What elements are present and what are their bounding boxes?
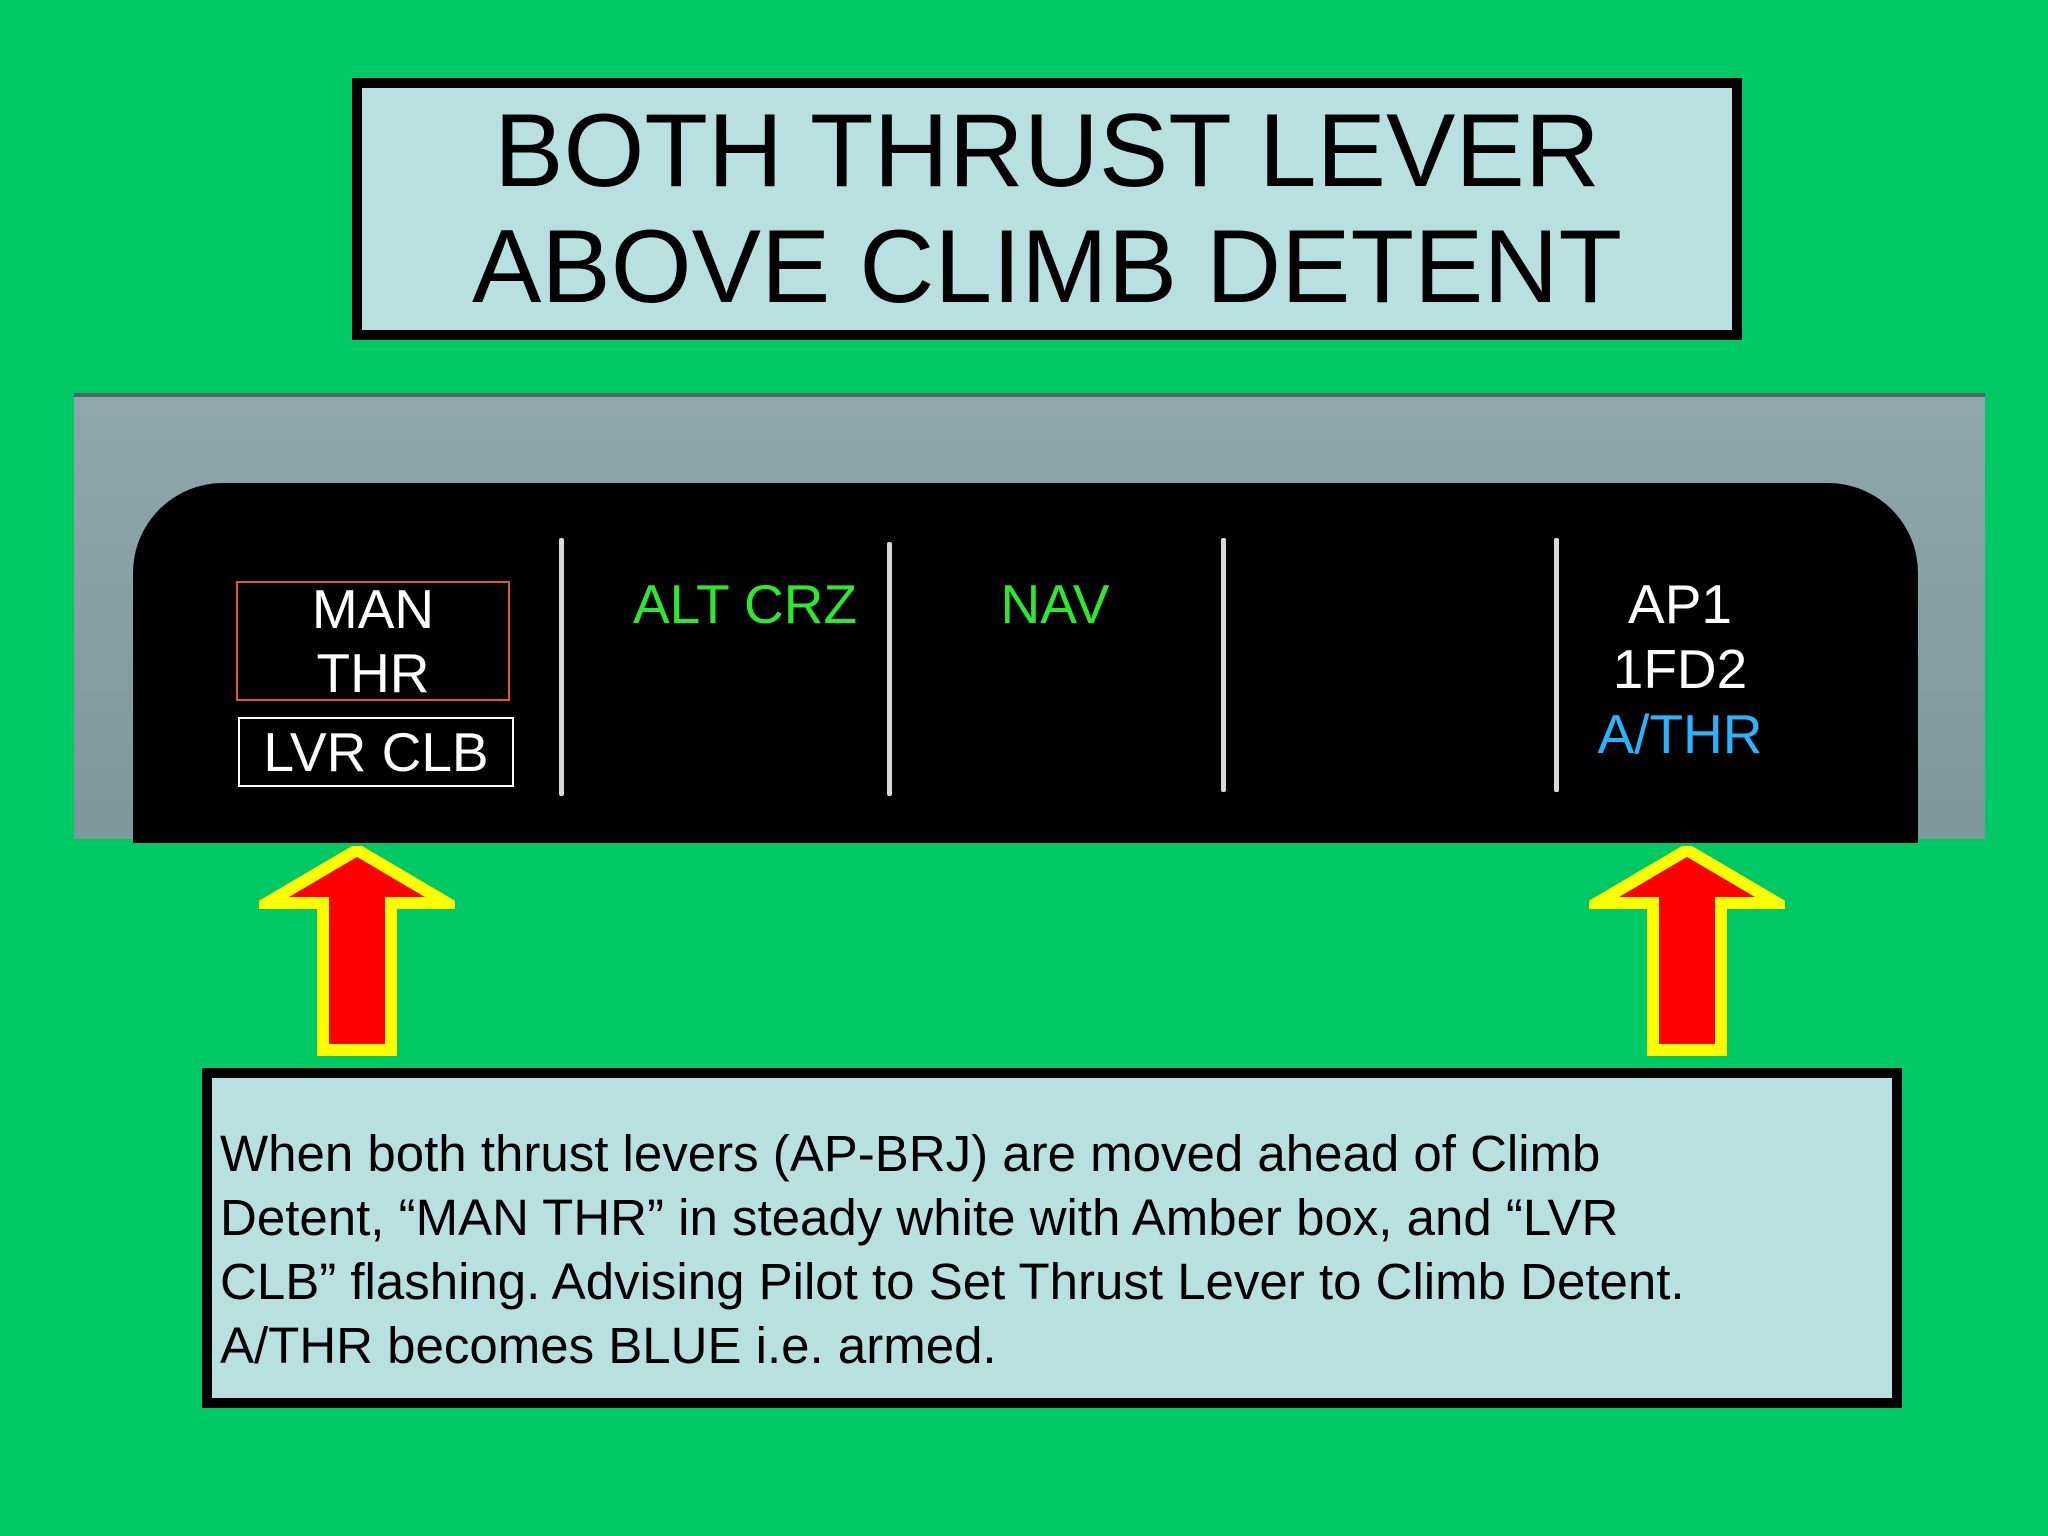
explanation-line-2: Detent, “MAN THR” in steady white with A… <box>220 1189 1619 1246</box>
fma-divider-4 <box>1554 538 1559 792</box>
fma-divider-1 <box>559 538 564 796</box>
explanation-box: When both thrust levers (AP-BRJ) are mov… <box>202 1068 1902 1408</box>
man-thr-line-2: THR <box>316 642 430 704</box>
fma-athr-armed: A/THR <box>1597 703 1763 765</box>
fma-screen <box>133 483 1918 843</box>
fma-ap1: AP1 <box>1628 573 1732 635</box>
lvr-clb-box: LVR CLB <box>238 717 514 787</box>
explanation-line-1: When both thrust levers (AP-BRJ) are mov… <box>220 1125 1601 1182</box>
fma-bezel <box>74 393 1985 843</box>
fma-1fd2: 1FD2 <box>1612 638 1748 700</box>
title-banner: BOTH THRUST LEVER ABOVE CLIMB DETENT <box>352 78 1742 340</box>
explanation-line-3: CLB” flashing. Advising Pilot to Set Thr… <box>220 1253 1685 1310</box>
title-line-1: BOTH THRUST LEVER <box>494 93 1600 209</box>
fma-vertical-mode: ALT CRZ <box>632 573 858 635</box>
arrow-up-right-icon <box>1589 846 1785 1056</box>
fma-lateral-mode: NAV <box>1000 573 1110 635</box>
arrow-up-left-icon <box>259 846 455 1056</box>
fma-divider-3 <box>1221 538 1226 792</box>
man-thr-amber-box: MAN THR <box>236 578 510 704</box>
explanation-line-4: A/THR becomes BLUE i.e. armed. <box>220 1317 997 1374</box>
man-thr-line-1: MAN <box>311 578 435 640</box>
lvr-clb-label: LVR CLB <box>263 721 489 783</box>
title-line-2: ABOVE CLIMB DETENT <box>472 209 1622 325</box>
fma-divider-2 <box>887 542 892 796</box>
